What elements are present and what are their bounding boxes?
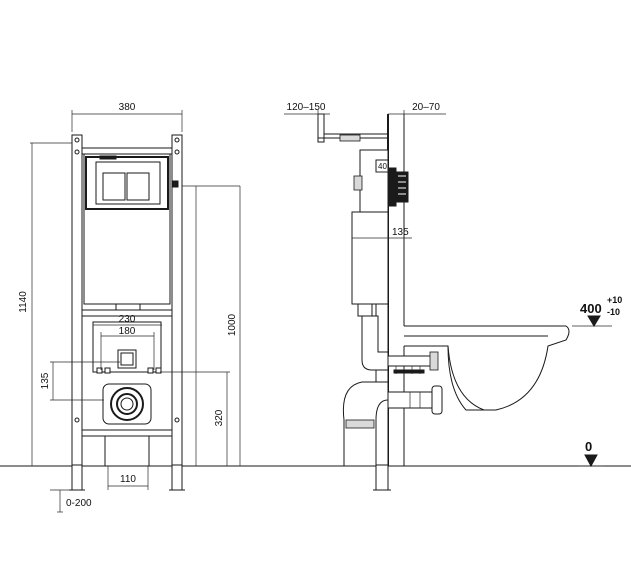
dim-mount-135: 135 bbox=[40, 372, 51, 389]
dim-total-height: 1140 bbox=[18, 291, 29, 313]
flush-plate bbox=[85, 156, 169, 210]
dim-depth-range: 120–150 bbox=[287, 102, 326, 113]
dim-plate-40: 40 bbox=[378, 162, 387, 171]
side-view: 120–150 20–70 40 135 400 +10 -10 0 bbox=[284, 102, 622, 491]
cistern-side bbox=[351, 211, 389, 305]
dim-floor-level: 0 bbox=[585, 439, 592, 454]
dim-seat-tol-plus: +10 bbox=[607, 295, 622, 305]
dim-seat-tol-minus: -10 bbox=[607, 307, 620, 317]
dim-drain-width: 110 bbox=[120, 474, 136, 485]
front-view: 380 1140 1000 230 180 135 320 110 bbox=[18, 102, 241, 513]
flush-button-left bbox=[102, 172, 126, 201]
flush-pipe-connector bbox=[117, 349, 137, 369]
dim-tank-135: 135 bbox=[392, 227, 409, 238]
dim-spacing-180: 180 bbox=[119, 326, 136, 337]
dim-seat-height: 400 bbox=[580, 301, 602, 316]
frame-left-post bbox=[71, 134, 83, 466]
dim-width: 380 bbox=[119, 102, 136, 113]
drain-outlet bbox=[110, 387, 144, 421]
dim-spacing-230: 230 bbox=[119, 314, 136, 325]
dim-drain-height: 320 bbox=[214, 409, 225, 426]
dim-wall-range: 20–70 bbox=[412, 102, 440, 113]
dim-floor-adjust: 0-200 bbox=[66, 498, 92, 509]
dim-button-height: 1000 bbox=[227, 313, 238, 336]
flush-button-right bbox=[126, 172, 150, 201]
toilet-bowl bbox=[404, 325, 570, 411]
